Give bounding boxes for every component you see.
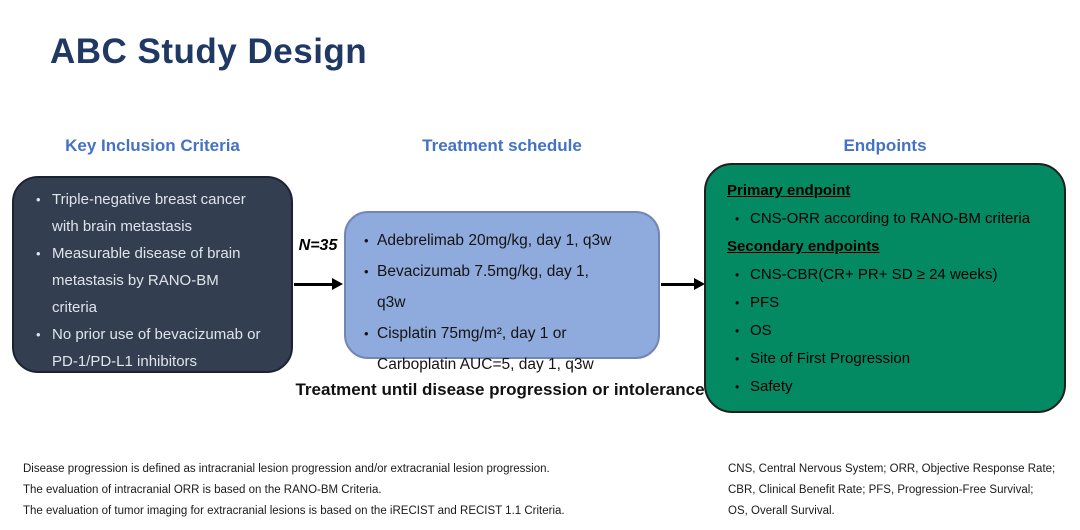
footnote-line: The evaluation of intracranial ORR is ba… <box>23 484 382 496</box>
secondary-endpoints-heading: Secondary endpoints <box>727 238 880 255</box>
treatment-schedule-list: Adebrelimab 20mg/kg, day 1, q3w Bevacizu… <box>362 225 618 380</box>
footnote-line: CNS, Central Nervous System; ORR, Object… <box>728 463 1056 475</box>
secondary-endpoint-item: CNS-CBR(CR+ PR+ SD ≥ 24 weeks) <box>727 261 1050 289</box>
inclusion-criteria-list: Triple-negative breast cancer with brain… <box>34 186 265 375</box>
arrow-shaft <box>294 282 332 286</box>
arrow-shaft <box>661 282 694 286</box>
secondary-endpoints-list: CNS-CBR(CR+ PR+ SD ≥ 24 weeks) PFS OS Si… <box>727 261 1050 401</box>
treatment-schedule-box: Adebrelimab 20mg/kg, day 1, q3w Bevacizu… <box>344 211 660 373</box>
primary-endpoint-heading: Primary endpoint <box>727 182 851 199</box>
flow-arrow-right-icon <box>661 278 705 290</box>
treatment-item-text: Adebrelimab 20mg/kg, day 1, q3w <box>377 232 612 249</box>
treatment-item: Adebrelimab 20mg/kg, day 1, q3w <box>362 225 618 256</box>
treatment-item: Cisplatin 75mg/m², day 1 or Carboplatin … <box>362 318 618 380</box>
column-header-endpoints: Endpoints <box>843 136 927 155</box>
secondary-endpoint-item-text: OS <box>750 322 772 339</box>
secondary-endpoint-item-text: CNS-CBR(CR+ PR+ SD ≥ 24 weeks) <box>750 266 998 283</box>
footnote-line: The evaluation of tumor imaging for extr… <box>23 505 565 517</box>
column-header-treatment: Treatment schedule <box>422 136 582 155</box>
secondary-endpoint-item: Site of First Progression <box>727 345 1050 373</box>
arrow-head <box>694 278 705 290</box>
footnote-line: OS, Overall Survival. <box>728 505 835 517</box>
footnote-line: CBR, Clinical Benefit Rate; PFS, Progres… <box>728 484 1034 496</box>
footnotes-left: Disease progression is defined as intrac… <box>23 459 565 522</box>
primary-endpoint-item-text: CNS-ORR according to RANO-BM criteria <box>750 210 1031 227</box>
inclusion-criteria-box: Triple-negative breast cancer with brain… <box>12 176 293 373</box>
secondary-endpoint-item: Safety <box>727 373 1050 401</box>
secondary-endpoint-item-text: Safety <box>750 378 793 395</box>
page-title: ABC Study Design <box>50 32 368 71</box>
inclusion-item-text: No prior use of bevacizumab or PD-1/PD-L… <box>52 326 261 370</box>
sample-size-label: N=35 <box>298 237 338 254</box>
treatment-item-text: Bevacizumab 7.5mg/kg, day 1, q3w <box>377 263 589 311</box>
treatment-item-text: Cisplatin 75mg/m², day 1 or Carboplatin … <box>377 325 594 373</box>
inclusion-item: Measurable disease of brain metastasis b… <box>34 240 265 321</box>
footnotes-right: CNS, Central Nervous System; ORR, Object… <box>728 459 1055 522</box>
secondary-endpoint-item-text: PFS <box>750 294 780 311</box>
arrow-head <box>332 278 343 290</box>
column-header-inclusion: Key Inclusion Criteria <box>65 136 240 155</box>
inclusion-item: Triple-negative breast cancer with brain… <box>34 186 265 240</box>
inclusion-item-text: Measurable disease of brain metastasis b… <box>52 245 241 316</box>
footnote-line: Disease progression is defined as intrac… <box>23 463 550 475</box>
flow-arrow-left-icon <box>294 278 343 290</box>
treatment-item: Bevacizumab 7.5mg/kg, day 1, q3w <box>362 256 618 318</box>
treatment-duration-note: Treatment until disease progression or i… <box>295 380 705 399</box>
endpoints-box: Primary endpoint CNS-ORR according to RA… <box>704 163 1066 413</box>
primary-endpoint-list: CNS-ORR according to RANO-BM criteria <box>727 205 1050 233</box>
secondary-endpoint-item: PFS <box>727 289 1050 317</box>
secondary-endpoint-item-text: Site of First Progression <box>750 350 911 367</box>
inclusion-item-text: Triple-negative breast cancer with brain… <box>52 191 246 235</box>
secondary-endpoint-item: OS <box>727 317 1050 345</box>
primary-endpoint-item: CNS-ORR according to RANO-BM criteria <box>727 205 1050 233</box>
inclusion-item: No prior use of bevacizumab or PD-1/PD-L… <box>34 321 265 375</box>
